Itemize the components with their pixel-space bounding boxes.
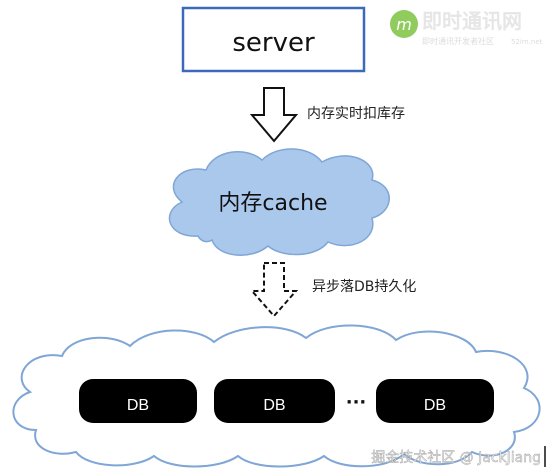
db-node-1: DB <box>79 379 197 423</box>
db-label: DB <box>263 397 285 414</box>
watermark-logo: m 即时通讯网 即时通讯开发者社区 52im.net <box>390 9 543 46</box>
db-node-3: DB <box>376 379 494 423</box>
svg-text:m: m <box>396 15 412 34</box>
watermark-brand: 即时通讯网 <box>422 9 522 33</box>
db-cylinder <box>376 379 494 423</box>
arrow-label-realtime-deduct: 内存实时扣库存 <box>307 106 405 122</box>
db-label: DB <box>424 397 446 414</box>
server-label: server <box>232 28 315 58</box>
cache-cloud: 内存cache <box>168 148 390 256</box>
arrow-label-async-persist: 异步落DB持久化 <box>312 279 416 295</box>
db-node-2: DB <box>214 379 335 423</box>
db-cylinder <box>79 379 197 423</box>
watermark-brand-url: 52im.net <box>511 38 543 46</box>
server-box <box>181 6 366 73</box>
async-arrow <box>249 262 299 318</box>
sync-arrow <box>249 87 299 143</box>
db-cylinder <box>214 379 335 423</box>
cache-cloud-shape <box>168 148 390 256</box>
brand-logo-icon <box>390 10 418 38</box>
watermark-footer: 掘金技术社区 @ JackJiang <box>371 450 541 466</box>
db-label: DB <box>127 397 149 414</box>
watermark-brand-sub: 即时通讯开发者社区 <box>422 36 494 46</box>
cache-label: 内存cache <box>218 191 327 216</box>
server-node: server <box>181 6 366 73</box>
db-ellipsis: ··· <box>346 392 367 413</box>
